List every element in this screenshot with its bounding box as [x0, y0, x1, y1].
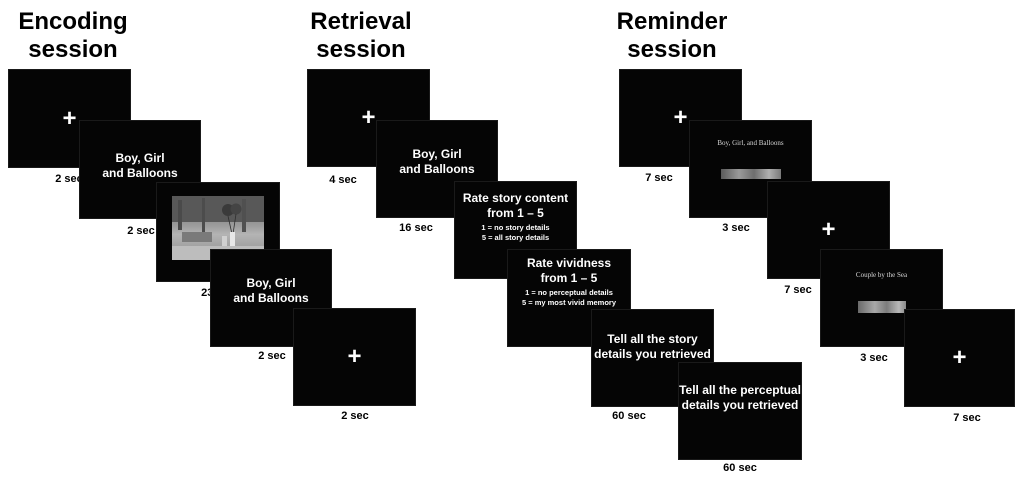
rate-vividness-scale-low: 1 = no perceptual details [525, 288, 613, 297]
reminder-heading-line2: session [627, 36, 717, 63]
encoding-fixation-screen: + [9, 70, 130, 167]
retrieval-session-heading: Retrieval session [306, 8, 416, 64]
reminder-clip-title-2: Couple by the Sea [855, 271, 908, 279]
reminder-session-heading: Reminder session [612, 8, 732, 64]
fixation-cross-icon: + [347, 343, 362, 370]
retrieval-duration-2: 16 sec [399, 222, 433, 234]
reminder-duration-3: 7 sec [784, 284, 812, 296]
reminder-heading-line1: Reminder [616, 8, 728, 35]
tell-perceptual-line2: details you retrieved [681, 398, 799, 412]
reminder-duration-5: 7 sec [953, 412, 981, 424]
rate-content-scale-low: 1 = no story details [481, 223, 550, 232]
rate-vividness-line2: from 1 – 5 [540, 271, 598, 285]
tell-perceptual-details-screen: Tell all the perceptual details you retr… [679, 363, 801, 459]
fixation-cross-icon: + [821, 216, 836, 243]
retrieval-heading-line1: Retrieval [310, 8, 412, 35]
retrieval-title-line2: and Balloons [399, 162, 475, 176]
rate-content-line2: from 1 – 5 [487, 206, 544, 220]
retrieval-heading-line2: session [316, 36, 406, 63]
encoding-title-line2: and Balloons [102, 166, 178, 180]
tell-story-line2: details you retrieved [594, 347, 711, 361]
reminder-duration-4: 3 sec [860, 352, 888, 364]
reminder-duration-2: 3 sec [722, 222, 750, 234]
encoding-duration-1: 2 sec [55, 173, 83, 185]
tell-story-line1: Tell all the story [607, 332, 698, 346]
encoding-title-repeat-line2: and Balloons [233, 291, 309, 305]
encoding-session-heading: Encoding session [8, 8, 138, 64]
reminder-fixation-end-screen: + [905, 310, 1014, 406]
retrieval-duration-3: 60 sec [612, 410, 646, 422]
fixation-cross-icon: + [62, 104, 77, 132]
fixation-cross-icon: + [952, 344, 967, 371]
reminder-clip-thumbnail-1 [721, 169, 781, 179]
fixation-cross-icon: + [673, 104, 688, 131]
encoding-title-repeat-line1: Boy, Girl [246, 276, 296, 290]
reminder-clip-title-1: Boy, Girl, and Balloons [717, 139, 784, 147]
encoding-duration-2: 2 sec [127, 225, 155, 237]
rate-vividness-line1: Rate vividness [526, 256, 612, 270]
encoding-duration-5: 2 sec [341, 410, 369, 422]
encoding-title-line1: Boy, Girl [115, 151, 165, 165]
fixation-cross-icon: + [361, 104, 376, 131]
encoding-fixation-end-screen: + [294, 309, 415, 405]
encoding-heading-line2: session [28, 36, 118, 63]
rate-content-scale-high: 5 = all story details [481, 233, 550, 242]
encoding-duration-4: 2 sec [258, 350, 286, 362]
reminder-clip-thumbnail-2 [858, 301, 906, 313]
tell-perceptual-line1: Tell all the perceptual [679, 383, 801, 397]
retrieval-duration-4: 60 sec [723, 462, 757, 474]
rate-content-line1: Rate story content [462, 191, 569, 205]
retrieval-title-line1: Boy, Girl [412, 147, 462, 161]
rate-vividness-scale-high: 5 = my most vivid memory [522, 298, 616, 307]
retrieval-duration-1: 4 sec [329, 174, 357, 186]
reminder-duration-1: 7 sec [645, 172, 673, 184]
encoding-heading-line1: Encoding [18, 8, 128, 35]
